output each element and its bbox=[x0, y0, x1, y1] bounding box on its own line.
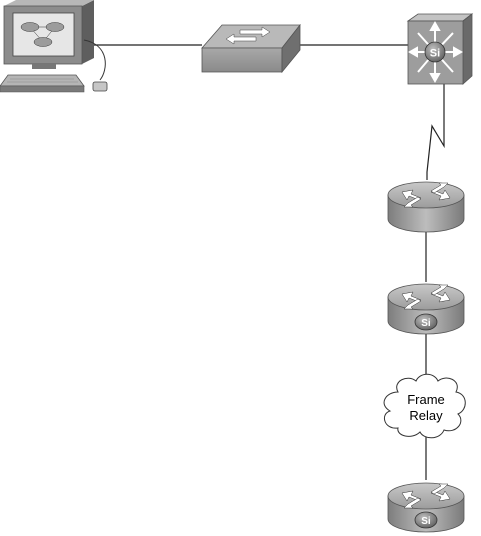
si-label: Si bbox=[430, 48, 440, 60]
cloud-label-line2: Relay bbox=[409, 408, 443, 423]
si-badge bbox=[414, 313, 438, 331]
workgroup-switch-icon[interactable] bbox=[201, 23, 301, 74]
serial-link bbox=[426, 84, 445, 180]
multilayer-switch-icon[interactable]: Si bbox=[406, 13, 474, 85]
si-badge bbox=[424, 41, 446, 63]
screen-network-glyph bbox=[20, 22, 65, 47]
monitor-screen bbox=[12, 12, 75, 57]
workstation-icon[interactable] bbox=[0, 0, 108, 93]
si-badge bbox=[414, 511, 438, 529]
router-icon[interactable] bbox=[387, 181, 465, 233]
si-router-icon[interactable]: Si bbox=[387, 482, 465, 533]
frame-relay-cloud-icon[interactable]: Frame Relay bbox=[383, 373, 466, 439]
si-label: Si bbox=[421, 318, 431, 329]
si-label: Si bbox=[421, 516, 431, 527]
si-router-icon[interactable]: Si bbox=[387, 283, 465, 335]
router-arrows-icon bbox=[401, 182, 451, 208]
connections bbox=[94, 44, 445, 480]
switch-arrows-icon bbox=[225, 26, 271, 45]
cloud-label-line1: Frame bbox=[407, 392, 445, 407]
router-arrows-icon bbox=[401, 284, 451, 310]
mouse-icon bbox=[92, 81, 108, 92]
router-arrows-icon bbox=[401, 483, 451, 509]
